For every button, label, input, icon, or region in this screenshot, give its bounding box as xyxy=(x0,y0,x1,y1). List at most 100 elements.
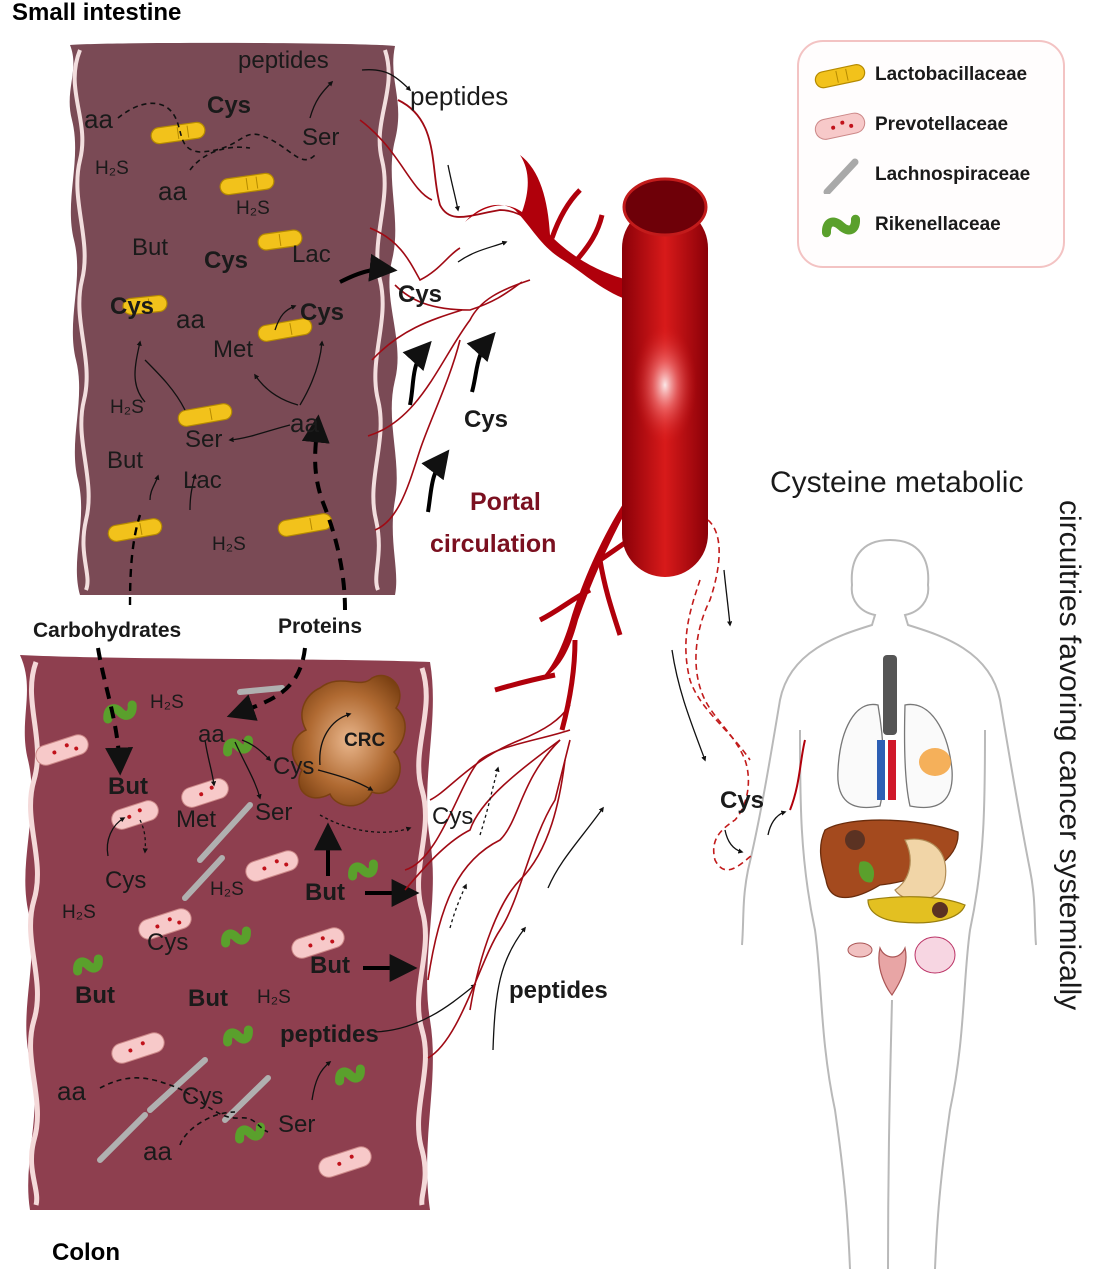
capillary xyxy=(367,279,531,437)
portal-cys-label: Cys xyxy=(398,281,442,308)
si-aa-label: aa xyxy=(290,408,319,438)
lachnospira-bacterium xyxy=(182,855,225,901)
proteins-label: Proteins xyxy=(278,615,362,638)
small-intestine-lumen xyxy=(69,42,399,595)
human-body-figure: Cys xyxy=(671,519,1037,1269)
rikenella-bacterium xyxy=(73,954,103,976)
carbohydrates-dashed-arrow xyxy=(128,514,142,606)
aa-to-cys-arrow xyxy=(299,340,325,406)
rikenella-bacterium xyxy=(103,700,137,724)
thin-rod-bacterium-icon xyxy=(823,158,859,194)
colon-but-label: But xyxy=(75,982,115,1009)
colon-flow-arrow xyxy=(492,926,526,1051)
legend-label: Prevotellaceae xyxy=(875,114,1009,135)
peptides-out-arrow xyxy=(361,69,412,92)
prevotella-bacterium xyxy=(111,800,159,830)
systemic-vessel xyxy=(789,739,806,811)
colon-peptides-out-label: peptides xyxy=(509,977,608,1004)
lactobacillus-bacterium xyxy=(257,229,303,251)
pancreas xyxy=(867,896,966,924)
cys-export-bold-arrow xyxy=(339,253,398,284)
peptides-export-arrow xyxy=(374,984,477,1033)
si-h2s-label: H₂S xyxy=(95,158,129,179)
legend-label: Lactobacillaceae xyxy=(875,64,1028,85)
colon-met-label: Met xyxy=(176,806,216,833)
colon-ser-label: Ser xyxy=(255,799,292,826)
body-flow-arrow xyxy=(723,569,733,627)
legend: Lactobacillaceae Prevotellaceae Lachnosp… xyxy=(797,40,1065,268)
body-flow-arrow xyxy=(724,829,744,854)
ser-to-peptides-arrow xyxy=(311,1061,332,1101)
cys-absorption-bold-arrow xyxy=(421,449,450,513)
prevotella-bacterium xyxy=(111,1032,165,1064)
colon-aa-label: aa xyxy=(198,721,225,748)
colon-cys-dotted-arrow xyxy=(479,766,500,836)
peptides-out-label: peptides xyxy=(410,81,508,111)
rikenella-bacterium xyxy=(223,735,253,757)
lung-tumor xyxy=(919,748,951,776)
flow-arrow xyxy=(457,240,508,263)
cys-absorption-bold-arrow xyxy=(466,331,496,393)
si-ser-label: Ser xyxy=(302,124,339,151)
colon-peptides-label: peptides xyxy=(280,1021,379,1048)
portal-vein-branch-upper xyxy=(465,155,628,300)
aorta xyxy=(877,740,885,800)
crc-tumor xyxy=(291,674,406,807)
ovary-tumor xyxy=(914,936,956,974)
portal-vein-twig xyxy=(538,587,592,623)
capillary xyxy=(374,339,461,531)
capillary xyxy=(404,729,571,871)
small-intestine-wall-left xyxy=(72,49,91,591)
si-cys-label: Cys xyxy=(204,247,248,274)
aa-cys-ser-dashed xyxy=(99,1077,269,1133)
legend-item: Lachnospiraceae xyxy=(799,156,1067,196)
lactobacillus-bacterium xyxy=(122,294,168,316)
colon-panel: Colon xyxy=(20,647,477,1266)
crc-dotted-arrow xyxy=(319,814,412,833)
curved-bacterium-icon xyxy=(821,214,861,238)
cys-to-crc-arrow xyxy=(319,712,352,766)
capillary xyxy=(429,704,571,801)
prevotella-bacterium xyxy=(138,908,192,940)
portal-vein-twig xyxy=(494,672,556,693)
left-lung xyxy=(837,703,885,808)
colon-wall-right xyxy=(416,667,429,1206)
colon-cys-dotted-arrow xyxy=(449,883,467,929)
lactobacillus-bacterium xyxy=(219,172,275,196)
ser-to-peptides-arrow xyxy=(309,80,334,119)
colon-but-label: But xyxy=(188,985,228,1012)
capillary xyxy=(404,739,561,891)
capillary xyxy=(369,227,461,282)
colon-h2s-label: H₂S xyxy=(62,902,96,923)
capillary xyxy=(394,281,523,311)
legend-item: Lactobacillaceae xyxy=(799,56,1067,96)
portal-vein-twig xyxy=(559,639,578,731)
body-flow-arrow xyxy=(671,649,707,762)
gallbladder xyxy=(858,861,875,883)
rikenella-bacterium xyxy=(348,859,378,881)
aa-to-met-arrow xyxy=(254,373,299,406)
peptides-absorption-arrow xyxy=(447,164,460,212)
dotted-rod-bacterium-icon xyxy=(814,112,866,140)
body-outline xyxy=(741,539,1037,1269)
rikenella-bacterium xyxy=(223,1025,253,1047)
si-h2s-label: H₂S xyxy=(236,198,270,219)
si-but-label: But xyxy=(132,234,168,261)
portal-vein-twig xyxy=(573,214,605,264)
met-to-cys-arrow xyxy=(274,304,297,331)
si-h2s-label: H₂S xyxy=(110,397,144,418)
cys-to-but-arrow xyxy=(106,817,126,857)
portal-circulation-label: circulation xyxy=(430,530,556,558)
aa-cys-dashed-2 xyxy=(179,1111,236,1146)
prevotella-bacterium xyxy=(318,1146,372,1178)
si-met-label: Met xyxy=(213,336,253,363)
prevotella-bacterium xyxy=(181,778,229,808)
small-intestine-title: Small intestine xyxy=(12,0,181,26)
prevotella-bacterium xyxy=(35,734,89,766)
colon-aa-label: aa xyxy=(57,1076,86,1106)
si-h2s-label: H₂S xyxy=(212,534,246,555)
portal-vein-branch-lower xyxy=(540,490,632,680)
portal-circulation-label: Portal xyxy=(470,488,541,516)
aa-to-ser-arrow xyxy=(228,424,291,443)
